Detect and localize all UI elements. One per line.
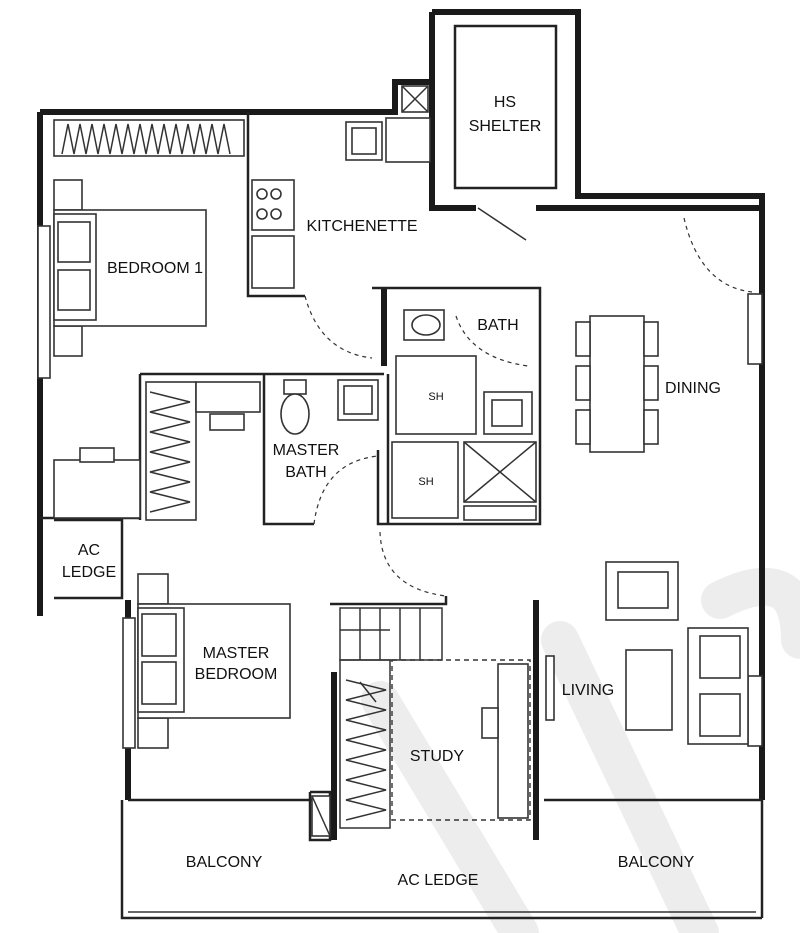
label-bath: BATH (477, 317, 518, 334)
master-bath-fixtures (145, 379, 379, 521)
bedroom1-furniture (53, 119, 245, 519)
label-kitchenette: KITCHENETTE (306, 218, 417, 235)
label-balcony-left: BALCONY (186, 854, 263, 871)
room-labels: HS SHELTER KITCHENETTE BEDROOM 1 BATH DI… (62, 94, 721, 889)
watermark (361, 567, 800, 933)
label-ac-ledge-left-1: AC (78, 542, 100, 559)
windows (37, 225, 763, 749)
label-bedroom-1: BEDROOM 1 (107, 260, 203, 277)
staircase (339, 607, 443, 829)
label-master-bedroom-1: MASTER (203, 645, 270, 662)
label-study: STUDY (410, 748, 465, 765)
label-ac-ledge-left-2: LEDGE (62, 564, 116, 581)
label-shower-1: SH (428, 391, 443, 403)
door-swings (304, 217, 753, 597)
label-balcony-right: BALCONY (618, 854, 695, 871)
label-ac-ledge-bottom: AC LEDGE (398, 872, 479, 889)
label-master-bath-1: MASTER (273, 442, 340, 459)
living-furniture (605, 561, 749, 745)
label-hs-shelter-1: HS (494, 94, 516, 111)
label-living: LIVING (562, 682, 614, 699)
label-dining: DINING (665, 380, 721, 397)
study-area (311, 659, 531, 837)
dining-set (575, 315, 659, 453)
hs-shelter (453, 24, 558, 241)
label-master-bedroom-2: BEDROOM (195, 666, 278, 683)
label-shower-2: SH (418, 476, 433, 488)
bath-fixtures (391, 309, 537, 521)
label-hs-shelter-2: SHELTER (469, 118, 542, 135)
label-master-bath-2: BATH (285, 464, 326, 481)
kitchenette-fixtures (251, 85, 431, 289)
master-bedroom-furniture (137, 573, 291, 749)
